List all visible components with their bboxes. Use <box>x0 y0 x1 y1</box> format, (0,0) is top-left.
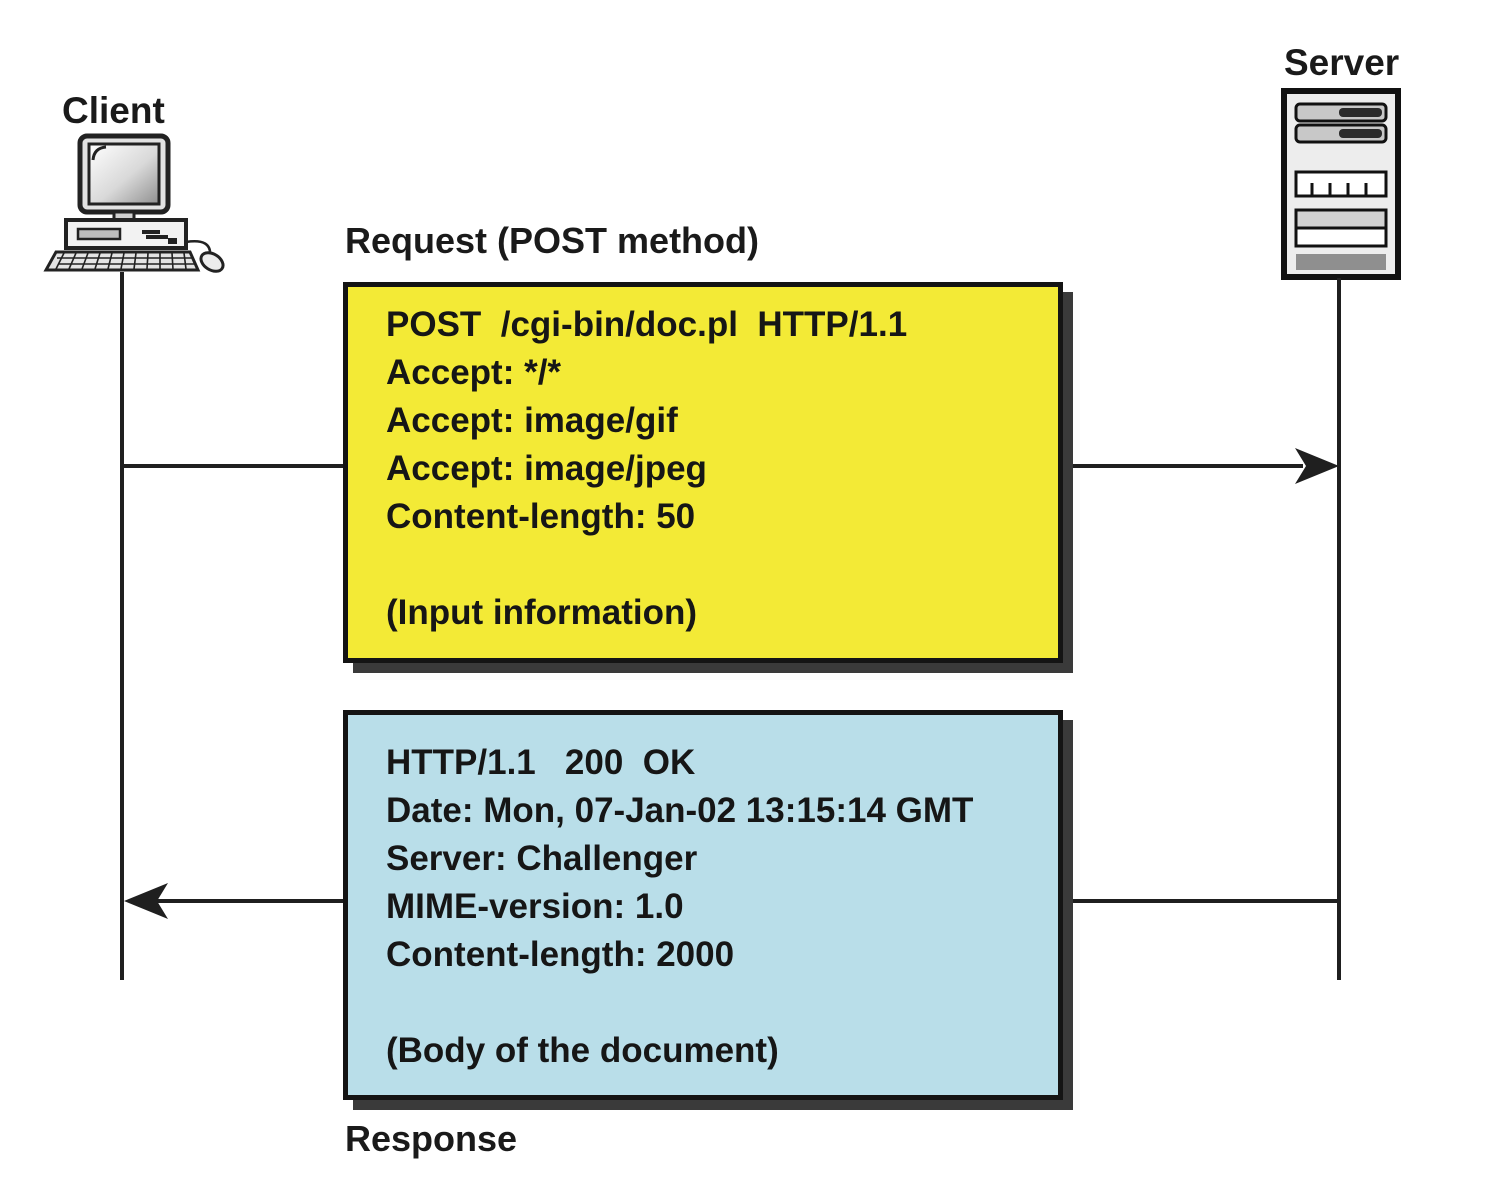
client-label: Client <box>62 90 165 131</box>
request-line: POST /cgi-bin/doc.pl HTTP/1.1 <box>386 305 908 344</box>
request-line: Accept: image/jpeg <box>386 449 707 488</box>
response-line: Date: Mon, 07-Jan-02 13:15:14 GMT <box>386 791 974 830</box>
response-line: (Body of the document) <box>386 1031 779 1070</box>
server-tower-icon <box>1281 88 1401 280</box>
request-line: Accept: image/gif <box>386 401 678 440</box>
request-caption: Request (POST method) <box>345 220 760 261</box>
server-lifeline <box>1337 278 1341 980</box>
arrowhead-left-icon <box>124 881 168 921</box>
response-arrow-left-segment <box>136 899 343 903</box>
request-line: Content-length: 50 <box>386 497 696 536</box>
response-line: HTTP/1.1 200 OK <box>386 743 696 782</box>
response-caption: Response <box>345 1118 518 1159</box>
arrowhead-right-icon <box>1295 446 1339 486</box>
response-line: Server: Challenger <box>386 839 698 878</box>
server-label: Server <box>1284 42 1400 83</box>
client-lifeline <box>120 272 124 980</box>
client-computer-icon <box>42 130 237 282</box>
request-arrow-right-segment <box>1063 464 1303 468</box>
response-box: HTTP/1.1 200 OK Date: Mon, 07-Jan-02 13:… <box>343 710 1063 1100</box>
request-arrow-left-segment <box>124 464 343 468</box>
response-line <box>386 979 1058 1027</box>
request-box: POST /cgi-bin/doc.pl HTTP/1.1 Accept: */… <box>343 282 1063 663</box>
response-arrow-right-segment <box>1063 899 1339 903</box>
request-line: (Input information) <box>386 593 698 632</box>
response-line: MIME-version: 1.0 <box>386 887 684 926</box>
request-line <box>386 541 1058 589</box>
request-line: Accept: */* <box>386 353 562 392</box>
response-line: Content-length: 2000 <box>386 935 735 974</box>
